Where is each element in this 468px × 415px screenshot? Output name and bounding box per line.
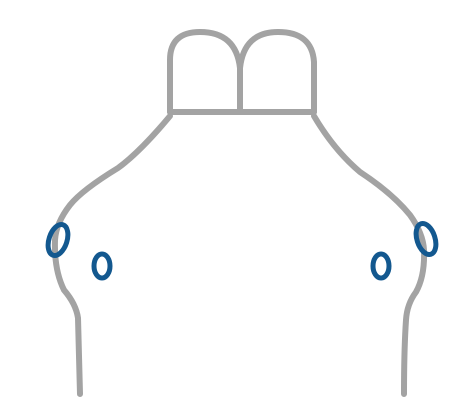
left-inner-marker [94,254,110,278]
right-outer-marker [412,221,439,257]
left-top-lobe [170,32,240,112]
right-body-contour [314,116,424,394]
left-body-contour [55,116,170,394]
right-top-lobe [240,32,314,112]
right-inner-marker [373,254,389,278]
